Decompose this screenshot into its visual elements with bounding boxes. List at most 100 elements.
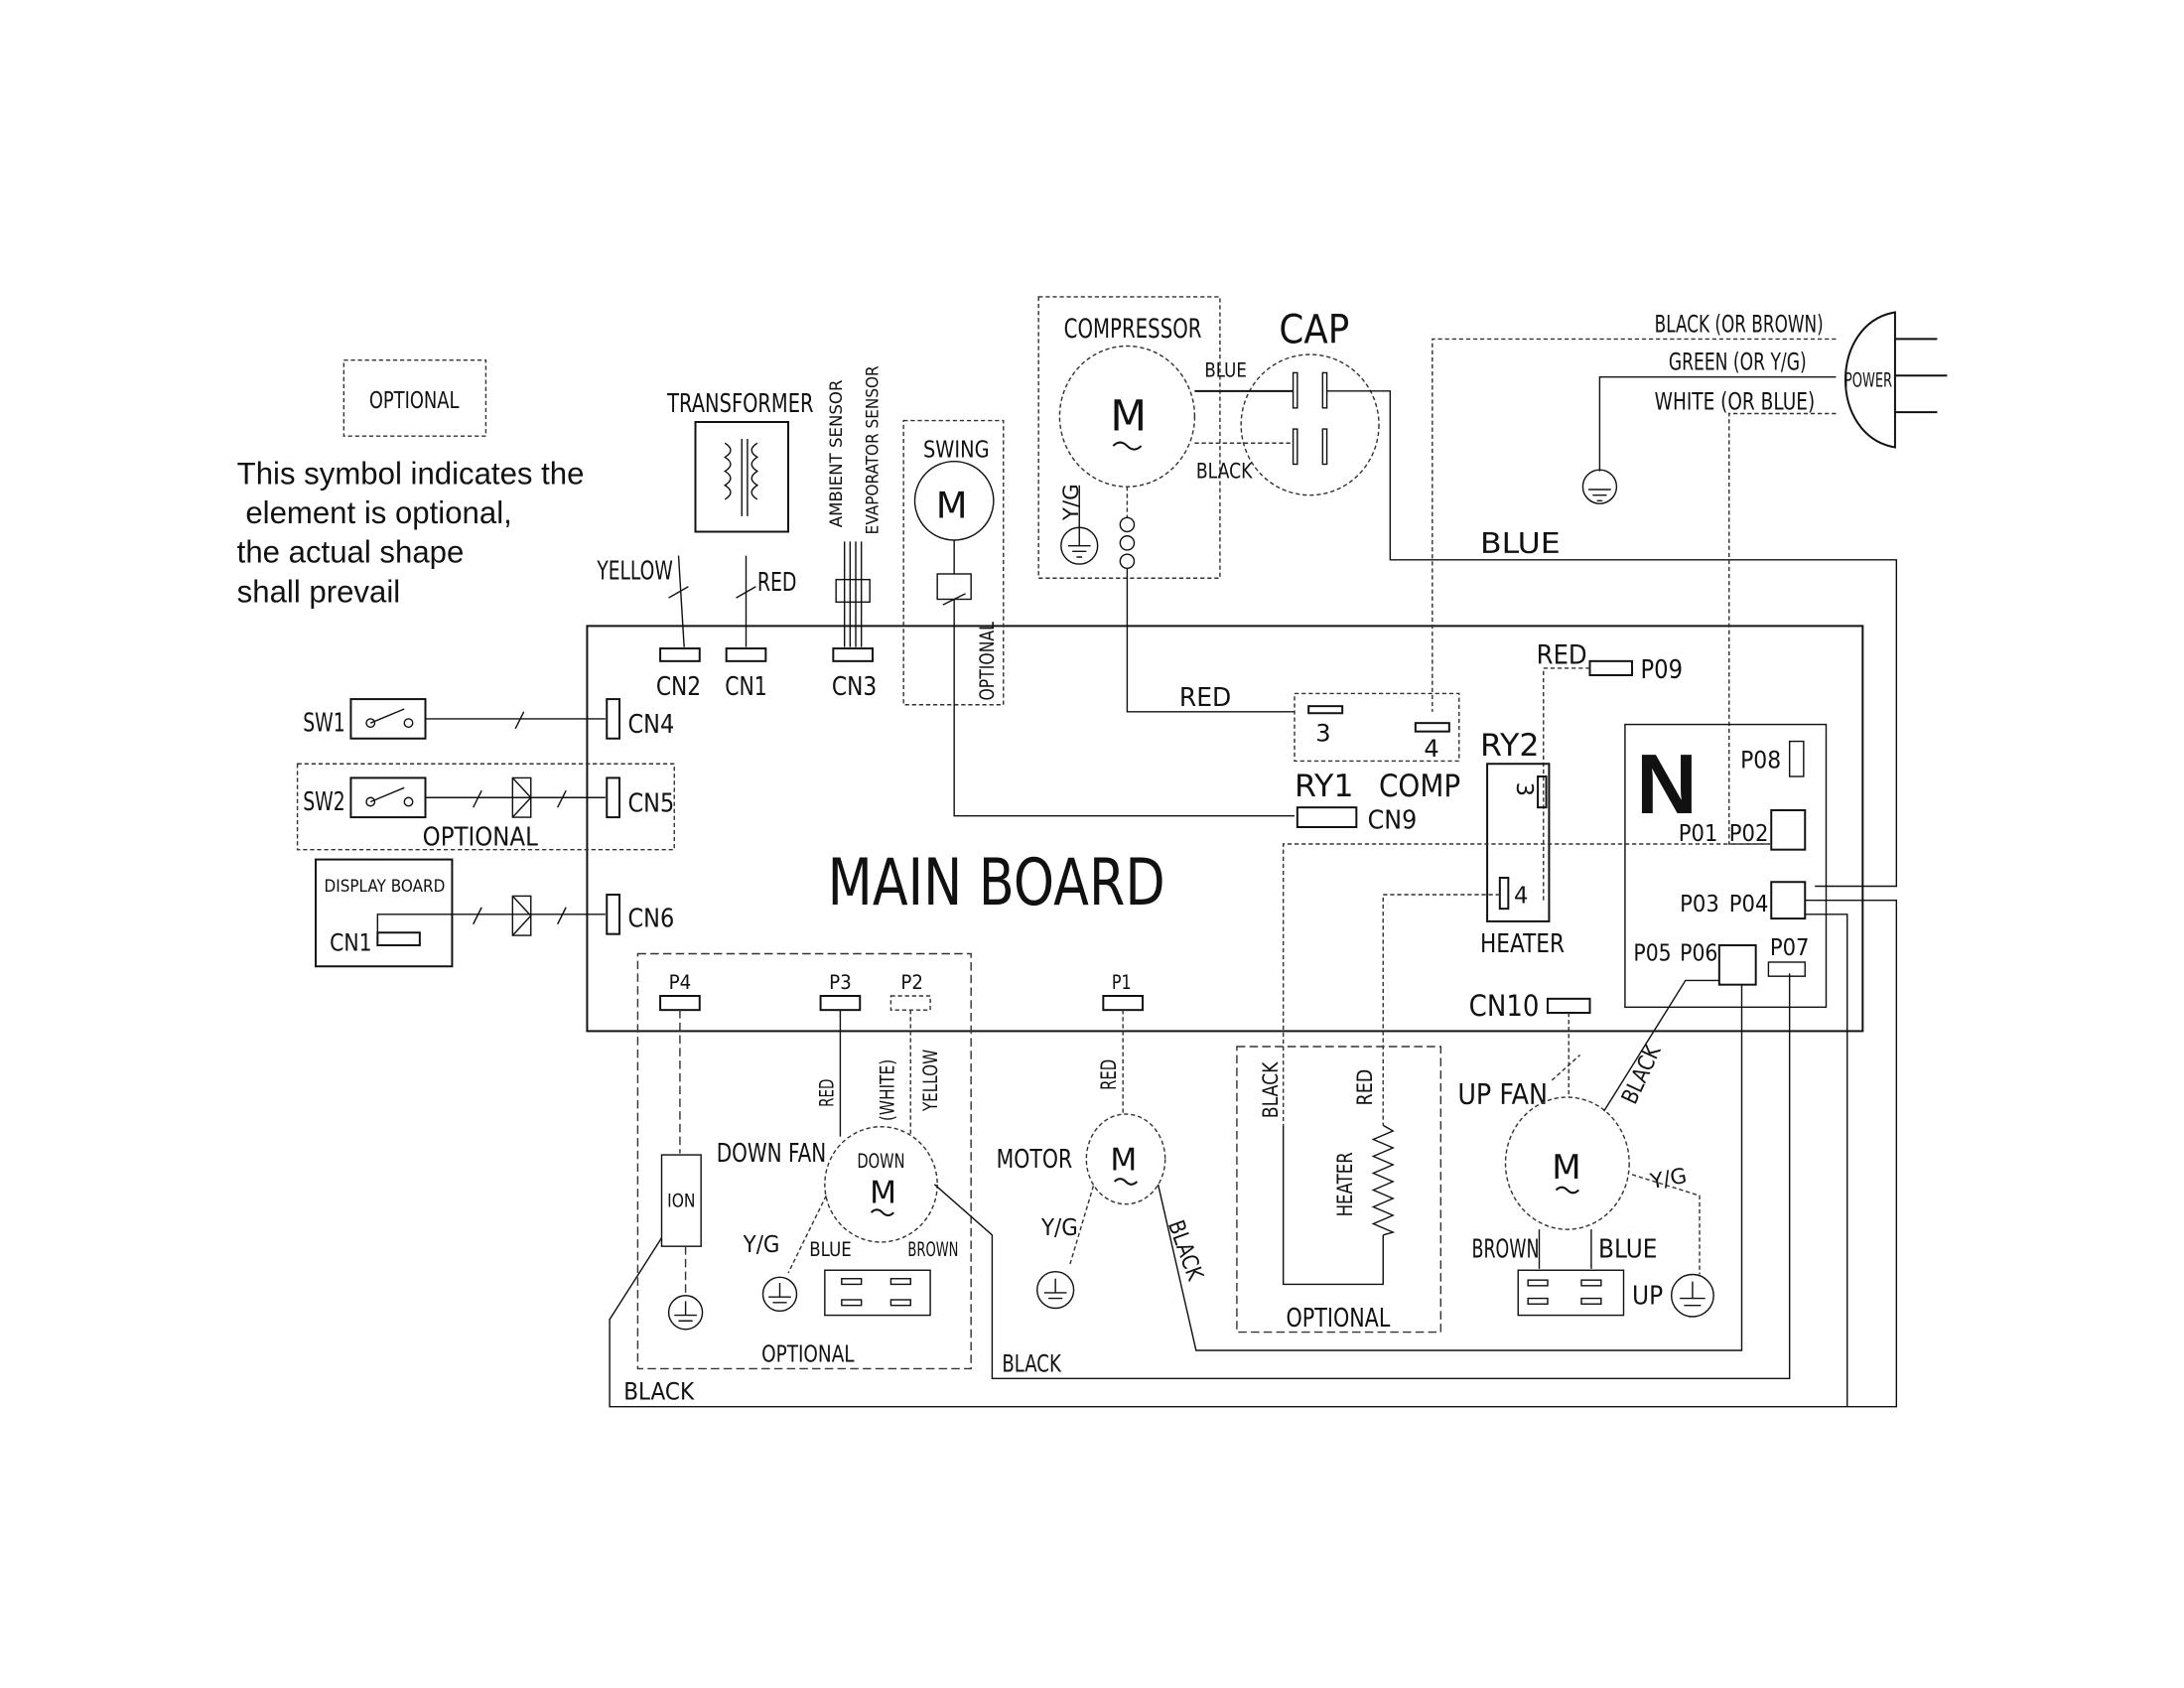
down-fan-white-label: (WHITE) — [876, 1059, 898, 1121]
cn6-connector — [606, 894, 620, 935]
p09-label: P09 — [1641, 655, 1684, 685]
cn3-connector — [832, 647, 874, 662]
cn1-label: CN1 — [725, 672, 767, 702]
heater-optional: BLACK RED HEATER OPTIONAL — [1236, 1046, 1442, 1334]
motor-red-label: RED — [1097, 1059, 1122, 1090]
ion-label: ION — [667, 1192, 695, 1212]
swing-optional-label: OPTIONAL — [976, 622, 999, 700]
power-black-label: BLACK (OR BROWN) — [1655, 310, 1824, 338]
compressor-black-label: BLACK — [1196, 460, 1254, 485]
cn2-label: CN2 — [656, 672, 701, 702]
cn9-label: CN9 — [1368, 805, 1418, 835]
transformer-title: TRANSFORMER — [666, 389, 813, 419]
ry2-pin3-label: 3 — [1511, 782, 1537, 796]
p05-label: P05 — [1633, 941, 1671, 967]
p06-label: P06 — [1680, 941, 1717, 967]
cn10-label: CN10 — [1469, 989, 1540, 1024]
cn1-connector — [725, 647, 767, 662]
heater-element-label: HEATER — [1333, 1152, 1358, 1216]
ac-tilde-icon — [870, 1208, 894, 1216]
compressor-title: COMPRESSOR — [1064, 314, 1202, 345]
down-fan-motor-symbol: M — [870, 1175, 896, 1210]
down-fan-yellow-label: YELLOW — [919, 1050, 942, 1112]
down-fan: P4 P3 P2 ION RED (WHITE) YELLOW DOWN FAN… — [623, 952, 1791, 1406]
power-white-label: WHITE (OR BLUE) — [1655, 387, 1816, 415]
compressor: COMPRESSOR M Y/G BLUE BLACK — [1037, 296, 1296, 713]
down-fan-label: DOWN FAN — [717, 1139, 827, 1169]
display-cn1-label: CN1 — [330, 929, 372, 957]
down-fan-blue-label: BLUE — [809, 1238, 852, 1261]
ac-tilde-icon — [1112, 441, 1143, 451]
ry2-pin4-label: 4 — [1514, 884, 1528, 910]
cn9-connector — [1296, 806, 1358, 828]
transformer: TRANSFORMER YELLOW RED CN2 CN1 — [597, 389, 814, 702]
p4-label: P4 — [669, 971, 692, 994]
motor-black-label-2: BLACK — [1002, 1349, 1061, 1377]
motor-yg-label: Y/G — [1040, 1215, 1078, 1241]
ambient-sensor-label: AMBIENT SENSOR — [827, 379, 847, 527]
legend: OPTIONAL This symbol indicates the eleme… — [237, 358, 584, 609]
sw2-optional-label: OPTIONAL — [423, 822, 539, 852]
ground-icon — [1581, 469, 1618, 504]
down-fan-optional-label: OPTIONAL — [761, 1341, 855, 1367]
relays: RED 3 4 RY1 COMP CN9 RED P09 RY2 3 4 HEA… — [1179, 640, 1683, 1126]
power-plug: BLACK (OR BROWN) GREEN (OR Y/G) WHITE (O… — [1432, 310, 1948, 845]
down-fan-brown-label: BROWN — [907, 1238, 958, 1261]
up-fan-label: UP FAN — [1457, 1078, 1548, 1111]
p2-label: P2 — [900, 971, 923, 994]
p03-label: P03 — [1680, 892, 1719, 917]
ry1-pin3-label: 3 — [1315, 720, 1330, 748]
heater-red-label: RED — [1353, 1069, 1378, 1106]
legend-note-4: shall prevail — [237, 574, 401, 609]
p07-label: P07 — [1770, 935, 1810, 961]
up-fan: UP FAN M BLACK Y/G BROWN BLUE UP — [1457, 979, 1719, 1318]
p04-label: P04 — [1729, 892, 1769, 917]
ac-tilde-icon — [1113, 1178, 1139, 1186]
wire-label-yellow: YELLOW — [597, 557, 673, 587]
up-fan-blue-label: BLUE — [1598, 1235, 1658, 1265]
cn3-label: CN3 — [832, 672, 877, 702]
heater-optional-label: OPTIONAL — [1286, 1304, 1390, 1334]
swing-motor: SWING M OPTIONAL — [902, 419, 1296, 817]
p08-label: P08 — [1740, 747, 1781, 774]
up-fan-motor-symbol: M — [1552, 1148, 1580, 1188]
legend-optional-box: OPTIONAL — [369, 388, 460, 414]
cn6-label: CN6 — [628, 905, 675, 934]
power-label: POWER — [1844, 369, 1892, 392]
main-board — [586, 625, 1864, 1033]
sw1-label: SW1 — [303, 709, 345, 739]
cn4-label: CN4 — [628, 710, 675, 740]
cn4-connector — [606, 698, 620, 740]
main-board-title: MAIN BOARD — [828, 846, 1165, 920]
down-fan-red-label: RED — [815, 1079, 838, 1107]
comp-label: COMP — [1379, 769, 1460, 804]
ground-icon — [761, 1276, 798, 1313]
legend-note-3: the actual shape — [237, 535, 465, 570]
display-board-label: DISPLAY BOARD — [324, 877, 445, 897]
ac-tilde-icon — [1555, 1186, 1579, 1195]
ground-icon — [1670, 1273, 1714, 1318]
ry1-relay — [1294, 692, 1460, 763]
down-fan-black-label: BLACK — [623, 1378, 695, 1406]
p01-label: P01 — [1679, 821, 1718, 847]
sw2-label: SW2 — [303, 787, 345, 817]
evaporator-sensor-label: EVAPORATOR SENSOR — [864, 365, 884, 534]
ry2-label: RY2 — [1480, 728, 1540, 764]
heater-relay-label: HEATER — [1480, 929, 1565, 959]
ry1-pin4-label: 4 — [1424, 735, 1438, 763]
ground-icon — [667, 1295, 704, 1331]
wire-label-blue: BLUE — [1480, 527, 1561, 560]
up-fan-brown-label: BROWN — [1472, 1235, 1540, 1265]
power-green-label: GREEN (OR Y/G) — [1669, 349, 1807, 376]
wire-label-red-2: RED — [1537, 640, 1587, 671]
cap-title: CAP — [1279, 308, 1349, 353]
ry1-label: RY1 — [1295, 769, 1354, 804]
ground-icon — [1036, 1270, 1075, 1310]
down-fan-yg-label: Y/G — [743, 1232, 780, 1258]
swing-title: SWING — [923, 437, 990, 463]
wire-label-red: RED — [1179, 683, 1231, 713]
swing-motor-symbol: M — [936, 484, 968, 526]
wire-label-red: RED — [757, 568, 797, 598]
switches: SW1 CN4 SW2 CN5 OPTIONAL DISPLAY BOARD C… — [296, 698, 675, 968]
